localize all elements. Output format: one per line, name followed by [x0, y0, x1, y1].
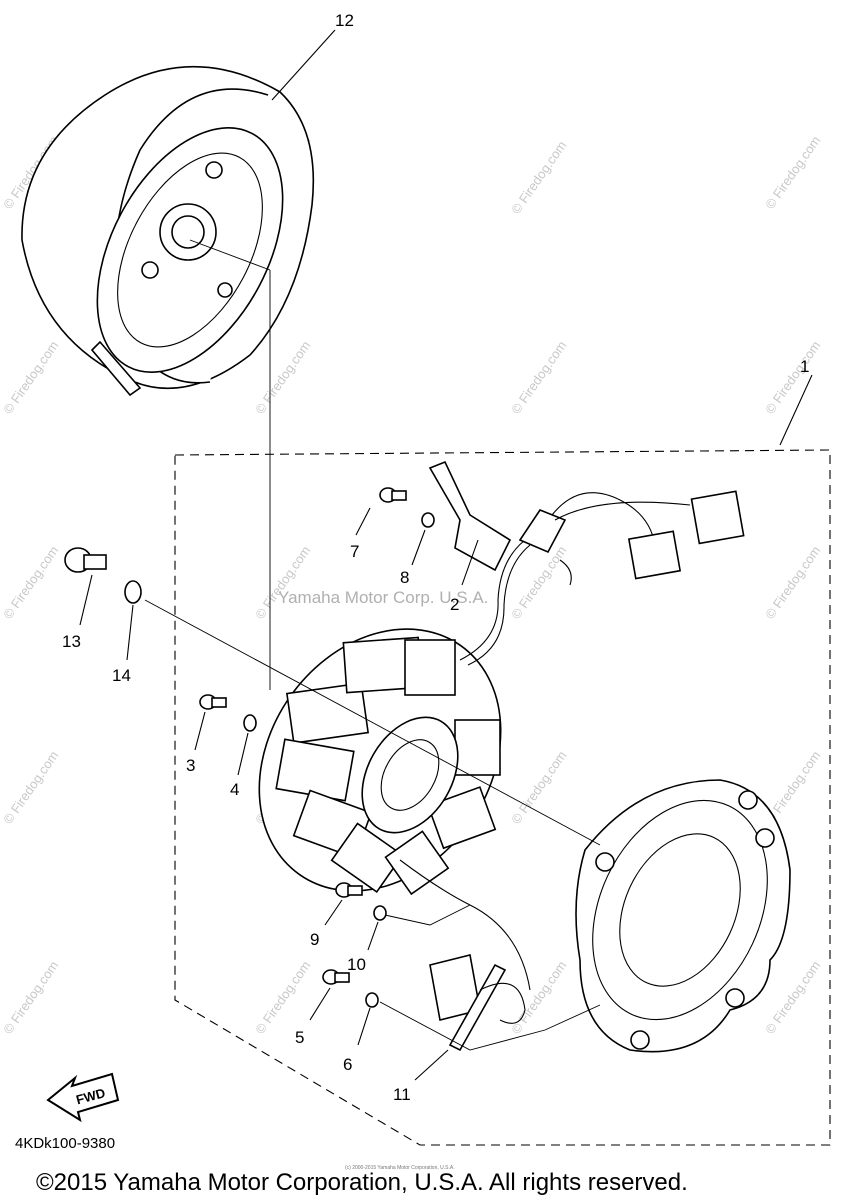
- flywheel-rotor: [21, 65, 315, 397]
- callout-13: 13: [62, 632, 81, 651]
- callout-12: 12: [335, 11, 354, 30]
- copyright-notice: ©2015 Yamaha Motor Corporation, U.S.A. A…: [36, 1169, 688, 1196]
- callout-2: 2: [450, 595, 459, 614]
- watermark: © Firedog.com: [762, 958, 823, 1037]
- pickup-coil: [399, 859, 531, 1052]
- washer-8: [421, 512, 435, 528]
- callout-5: 5: [295, 1028, 304, 1047]
- watermark: © Firedog.com: [508, 543, 569, 622]
- watermark: © Firedog.com: [252, 543, 313, 622]
- watermark: © Firedog.com: [252, 338, 313, 417]
- callout-4: 4: [230, 780, 239, 799]
- watermark: © Firedog.com: [0, 748, 61, 827]
- callout-labels: 12 1 7 8 2 13 14 3 4 9 10 5 6 11: [62, 11, 809, 1104]
- fine-print: (c) 2000-2015 Yamaha Motor Corporation, …: [345, 1165, 455, 1171]
- callout-14: 14: [112, 666, 131, 685]
- callout-8: 8: [400, 568, 409, 587]
- watermark: © Firedog.com: [762, 338, 823, 417]
- wire-harness: [518, 490, 745, 586]
- washer-14: [124, 580, 142, 604]
- callout-1: 1: [800, 357, 809, 376]
- screw-9: [335, 882, 363, 898]
- watermark: © Firedog.com: [762, 133, 823, 212]
- screw-3: [199, 694, 227, 710]
- center-watermark: Yamaha Motor Corp. U.S.A.: [278, 588, 488, 607]
- leader-lines: [79, 29, 813, 1081]
- watermark: © Firedog.com: [0, 338, 61, 417]
- fwd-label: FWD: [74, 1085, 106, 1107]
- washer-4: [243, 714, 257, 732]
- pickup-base-plate: [575, 779, 791, 1053]
- drawing-code: 4KDk100-9380: [15, 1135, 115, 1152]
- watermark: © Firedog.com: [0, 958, 61, 1037]
- screw-5: [322, 969, 350, 985]
- callout-10: 10: [347, 955, 366, 974]
- lead-wire-bracket: [428, 460, 512, 572]
- watermark: © Firedog.com: [0, 543, 61, 622]
- assembly-boundary: [174, 449, 831, 1146]
- screw-7: [379, 487, 407, 503]
- callout-9: 9: [310, 930, 319, 949]
- watermark: © Firedog.com: [508, 958, 569, 1037]
- bolt-13: [64, 547, 107, 573]
- watermark: © Firedog.com: [508, 338, 569, 417]
- washer-10: [373, 905, 387, 921]
- fasteners: [64, 487, 435, 1008]
- callout-11: 11: [393, 1085, 411, 1104]
- watermark: © Firedog.com: [252, 958, 313, 1037]
- callout-3: 3: [186, 756, 195, 775]
- watermark: © Firedog.com: [508, 138, 569, 217]
- callout-6: 6: [343, 1055, 352, 1074]
- washer-6: [365, 992, 379, 1008]
- forward-arrow-icon: FWD: [46, 1072, 120, 1123]
- callout-7: 7: [350, 542, 359, 561]
- watermark: © Firedog.com: [508, 748, 569, 827]
- watermark: © Firedog.com: [762, 543, 823, 622]
